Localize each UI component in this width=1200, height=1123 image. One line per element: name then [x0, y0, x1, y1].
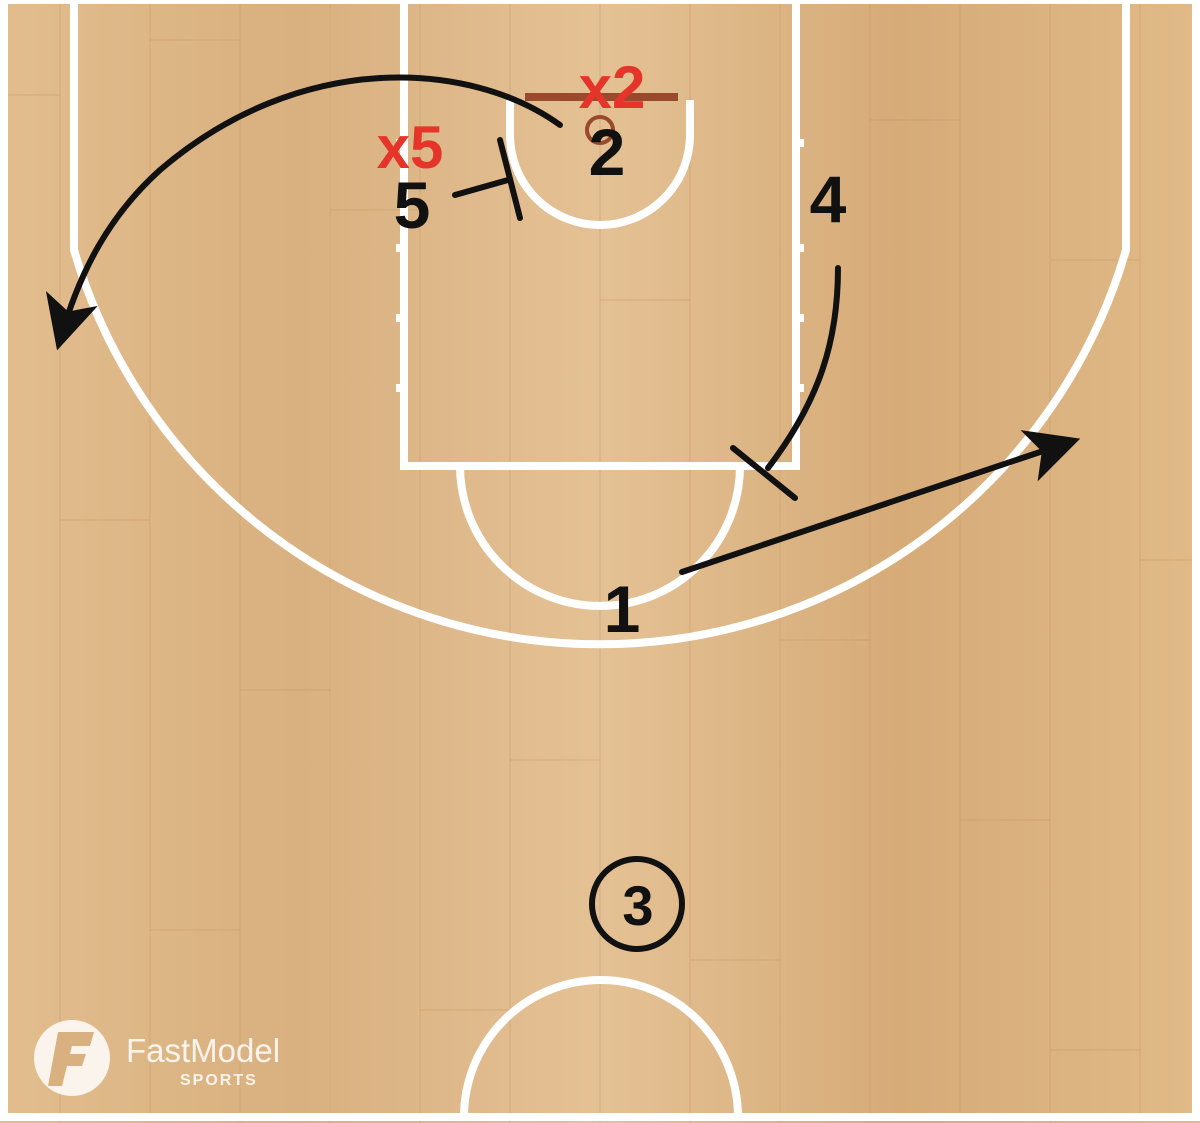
defender-x2: x2 — [579, 54, 646, 121]
screen-bar-5 — [497, 137, 523, 221]
wood-grain — [59, 0, 1141, 1123]
dribble-arrow-1 — [679, 430, 1081, 575]
player-3: 3 — [622, 874, 653, 937]
screen-bar-4 — [730, 445, 798, 501]
defender-x5: x5 — [377, 114, 444, 181]
fastmodel-logo: FastModel SPORTS — [34, 1020, 280, 1096]
screen-line-5 — [452, 177, 511, 198]
restricted-area-arc — [506, 100, 694, 229]
player-4: 4 — [810, 162, 847, 236]
player-1: 1 — [604, 572, 641, 646]
fastmodel-f-icon — [34, 1020, 110, 1096]
logo-sub: SPORTS — [180, 1072, 258, 1089]
movement-lines — [45, 74, 1081, 575]
screen-line-4 — [765, 265, 841, 471]
player-2: 2 — [589, 115, 626, 189]
logo-name: FastModel — [126, 1032, 280, 1069]
free-throw-arc — [456, 465, 744, 610]
player-3-ball-handler: 3 — [589, 856, 685, 952]
center-circle-arc — [460, 976, 742, 1118]
paint-lane — [400, 0, 800, 470]
player-5: 5 — [394, 168, 431, 242]
cut-arrow-2 — [45, 74, 563, 351]
rim — [585, 115, 615, 145]
player-3-circle — [589, 856, 685, 952]
